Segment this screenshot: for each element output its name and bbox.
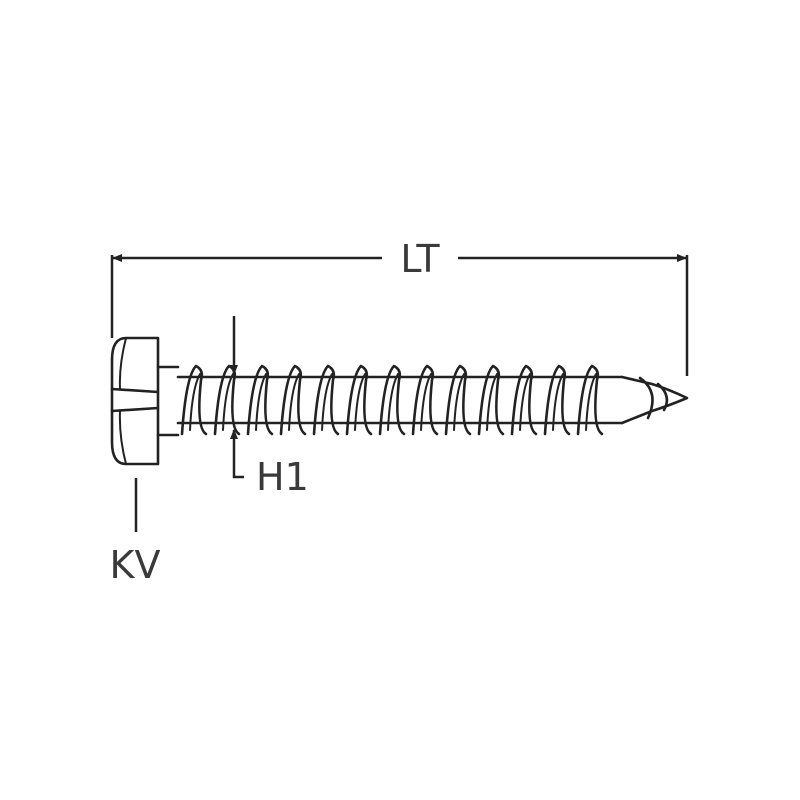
thread-flank	[519, 373, 531, 431]
h1-label: H1	[256, 455, 309, 499]
tip-thread	[638, 376, 669, 420]
thread-flank	[189, 373, 201, 431]
thread-crest	[444, 364, 472, 436]
thread-crest	[543, 364, 571, 436]
thread-crest	[180, 364, 208, 436]
thread-flank	[321, 373, 333, 431]
thread-flank	[354, 373, 366, 431]
thread-crest	[312, 364, 340, 436]
screw-threads	[180, 364, 604, 436]
thread-flank	[255, 373, 267, 431]
h1-lower-leader	[230, 429, 244, 479]
thread-crest	[213, 364, 241, 436]
thread-crest	[510, 364, 538, 436]
thread-crest	[279, 364, 307, 436]
screw-head	[110, 336, 160, 466]
thread-crest	[411, 364, 439, 436]
thread-crest	[378, 364, 406, 436]
lt-label: LT	[400, 237, 440, 281]
thread-flank	[420, 373, 432, 431]
thread-crest	[345, 364, 373, 436]
thread-flank	[387, 373, 399, 431]
head-slot	[110, 387, 160, 413]
thread-flank	[288, 373, 300, 431]
thread-flank	[552, 373, 564, 431]
thread-crest	[246, 364, 274, 436]
thread-flank	[585, 373, 597, 431]
lt-dimension	[110, 254, 689, 376]
thread-crest	[576, 364, 604, 436]
screw-neck	[156, 365, 180, 437]
thread-crest	[477, 364, 505, 436]
thread-flank	[486, 373, 498, 431]
h1-dimension	[230, 316, 244, 479]
screw	[110, 336, 689, 466]
kv-label: KV	[110, 543, 161, 587]
thread-flank	[222, 373, 234, 431]
screw-tip	[620, 375, 689, 425]
head-contour	[118, 337, 127, 465]
thread-flank	[453, 373, 465, 431]
